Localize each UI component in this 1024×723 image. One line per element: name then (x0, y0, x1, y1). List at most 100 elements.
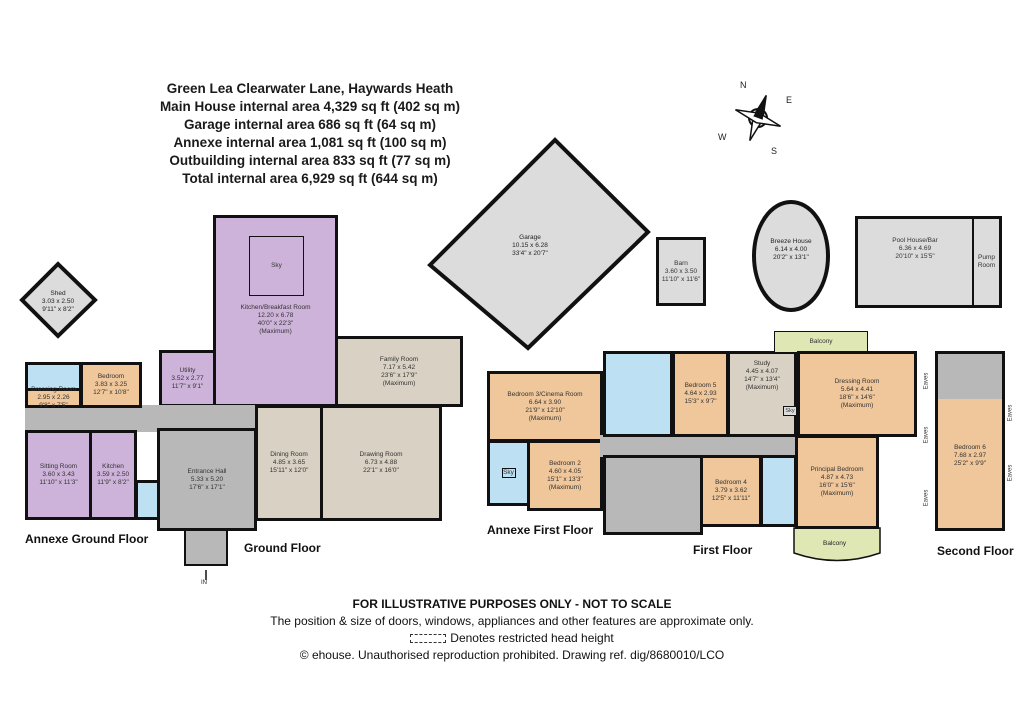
legend-text: Denotes restricted head height (450, 631, 614, 645)
room-imperial: 18'6" x 14'6" (839, 394, 875, 401)
room-note: (Maximum) (528, 414, 562, 422)
room-imperial: 11'7" x 9'1" (171, 382, 204, 390)
room-name: Dining Room (270, 451, 308, 458)
room-metric: 3.59 x 2.50 (96, 471, 130, 478)
room-metric: 6.36 x 4.69 (898, 245, 932, 252)
area-line: Main House internal area 4,329 sq ft (40… (159, 99, 461, 114)
room-metric: 2.95 x 2.26 (37, 394, 70, 401)
area-line: Outbuilding internal area 833 sq ft (77 … (169, 153, 451, 168)
skylight: Sky (783, 406, 797, 416)
room-name: Bedroom (97, 373, 125, 380)
kitchen-breakfast-room: Sky Kitchen/Breakfast Room 12.20 x 6.78 … (213, 215, 338, 407)
room-metric: 3.52 x 2.77 (171, 374, 204, 382)
room-imperial: 12'5" x 11'11" (711, 495, 751, 502)
address: Green Lea Clearwater Lane, Haywards Heat… (166, 81, 454, 96)
room-name: Entrance Hall (187, 467, 227, 475)
room-metric: 10.15 x 6.28 (512, 242, 548, 249)
annexe-sitting-room: Sitting Room 3.60 x 3.43 11'10" x 11'3" (25, 430, 92, 520)
room-name: Dressing Room (31, 386, 76, 393)
dressing-room: Dressing Room 5.64 x 4.41 18'6" x 14'6" … (797, 351, 917, 437)
pump-room: Pump Room (972, 216, 1002, 308)
eaves-label: Eaves (1007, 464, 1014, 482)
room-name: Family Room (379, 355, 419, 363)
room-name: Pump Room (977, 254, 996, 269)
room-imperial: 9'11" x 8'2" (42, 306, 74, 313)
room-imperial: 15'3" x 9'7" (684, 398, 717, 405)
room-imperial: 14'7" x 13'4" (744, 376, 780, 383)
annexe-wc (135, 480, 160, 520)
restricted-height-legend: Denotes restricted head height (0, 631, 1024, 645)
landing (600, 435, 800, 457)
area-line: Garage internal area 686 sq ft (64 sq m) (183, 117, 437, 132)
room-name: Kitchen/Breakfast Room (240, 304, 311, 311)
compass-s: S (771, 146, 778, 156)
balcony-label: Balcony (809, 338, 833, 345)
restricted-height-icon (410, 634, 447, 644)
room-note: (Maximum) (840, 402, 874, 409)
entrance-hall: Entrance Hall 5.33 x 5.20 17'6" x 17'1" (157, 428, 257, 531)
compass-w: W (718, 132, 727, 142)
en-suite (760, 455, 797, 527)
annexe-bedroom: Bedroom 3.83 x 3.25 12'7" x 10'8" (80, 362, 142, 408)
room-imperial: 20'2" x 13'1" (773, 254, 809, 261)
room-name: Dressing Room (834, 378, 880, 385)
room-metric: 3.83 x 3.25 (94, 381, 128, 388)
room-imperial: 9'8" x 7'5" (39, 402, 68, 409)
floor-label: Second Floor (937, 544, 1014, 558)
room-metric: 6.73 x 4.88 (364, 459, 398, 466)
pool-house: Pool House/Bar 6.36 x 4.69 20'10" x 15'5… (855, 216, 975, 308)
room-metric: 3.60 x 3.43 (42, 471, 75, 478)
room-metric: 6.64 x 3.90 (528, 398, 562, 406)
room-imperial: 12'7" x 10'8" (93, 389, 129, 396)
second-floor-landing (938, 354, 1002, 399)
room-imperial: 25'2" x 9'9" (953, 460, 987, 467)
staircase (603, 455, 703, 535)
room-name: Bedroom 5 (684, 382, 717, 389)
barn: Barn 3.60 x 3.50 11'10" x 11'6" (656, 237, 706, 306)
drawing-room: Drawing Room 6.73 x 4.88 22'1" x 16'0" (320, 405, 442, 521)
room-imperial: 11'10" x 11'3" (39, 479, 78, 486)
room-note: (Maximum) (382, 379, 416, 387)
room-note: (Maximum) (820, 490, 854, 497)
utility: Utility 3.52 x 2.77 11'7" x 9'1" (159, 350, 216, 407)
room-name: Shed (50, 290, 66, 297)
room-name: Bedroom 6 (954, 444, 986, 451)
shed-outline (19, 261, 98, 339)
bedroom-6: Bedroom 6 7.68 x 2.97 25'2" x 9'9" (935, 351, 1005, 531)
room-metric: 3.03 x 2.50 (41, 298, 75, 305)
room-note: (Maximum) (259, 328, 292, 335)
balcony-label: Balcony (823, 540, 847, 547)
room-metric: 6.14 x 4.00 (774, 246, 808, 253)
room-name: Principal Bedroom (810, 466, 864, 473)
room-metric: 4.64 x 2.93 (684, 390, 717, 397)
room-name: Kitchen (102, 463, 124, 470)
disclaimer-text: The position & size of doors, windows, a… (270, 614, 754, 628)
annexe-kitchen: Kitchen 3.59 x 2.50 11'9" x 8'2" (89, 430, 137, 520)
room-imperial: 16'0" x 15'6" (819, 482, 855, 489)
room-name: Sitting Room (39, 463, 78, 470)
disclaimer-title: FOR ILLUSTRATIVE PURPOSES ONLY - NOT TO … (352, 597, 672, 611)
compass-e: E (786, 95, 793, 105)
room-metric: 4.60 x 4.05 (548, 467, 582, 475)
room-name: Breeze House (770, 238, 812, 245)
eaves-label: Eaves (1007, 404, 1014, 422)
room-metric: 3.60 x 3.50 (664, 267, 698, 275)
breeze-house: Breeze House 6.14 x 4.00 20'2" x 13'1" (756, 238, 826, 262)
room-metric: 7.68 x 2.97 (953, 452, 987, 459)
garage-outline (427, 137, 651, 351)
room-metric: 4.85 x 3.65 (272, 459, 306, 466)
skylight-label: Sky (271, 262, 282, 269)
room-imperial: 33'4" x 20'7" (512, 250, 548, 257)
room-name: Study (753, 360, 771, 367)
floor-label: First Floor (693, 543, 753, 557)
bathroom (603, 351, 673, 437)
dining-room: Dining Room 4.85 x 3.65 15'11" x 12'0" (255, 405, 323, 521)
compass-n: N (740, 80, 747, 90)
entrance-label: IN (201, 580, 207, 586)
plan-header: Green Lea Clearwater Lane, Haywards Heat… (110, 80, 510, 188)
eaves-label: Eaves (923, 426, 930, 444)
copyright: © ehouse. Unauthorised reproduction proh… (299, 648, 725, 662)
room-imperial: 11'9" x 8'2" (97, 479, 129, 486)
room-name: Garage (519, 234, 541, 241)
